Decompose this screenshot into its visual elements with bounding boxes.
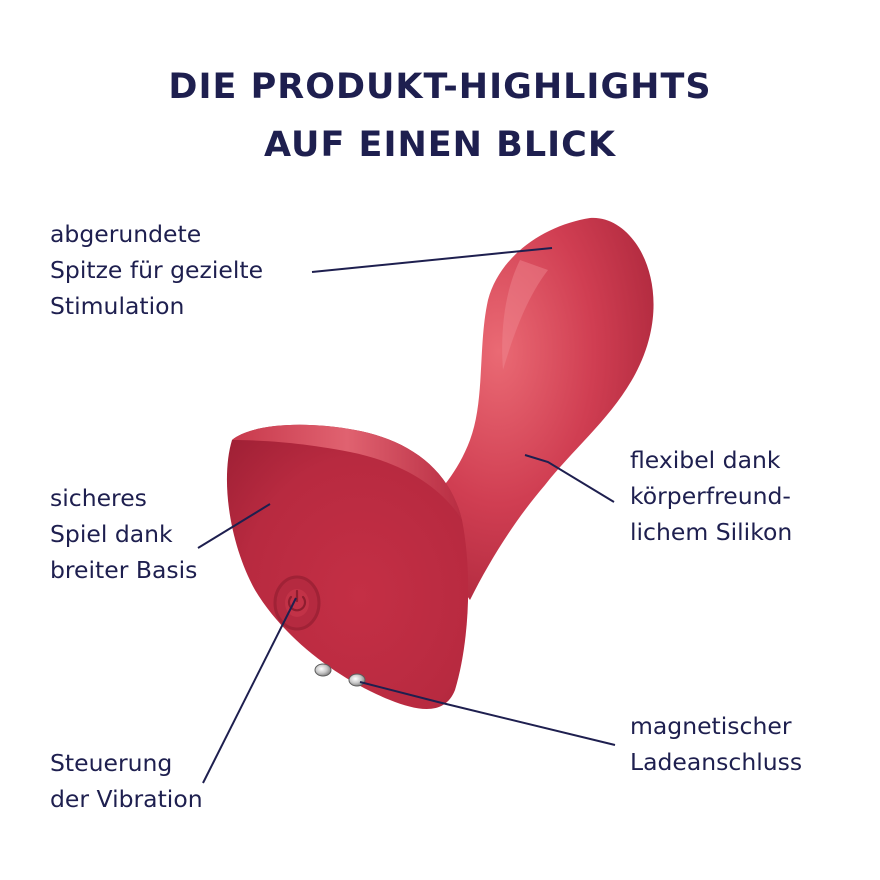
callout-control-line-1: Steuerung [50, 749, 173, 777]
page-title: DIE PRODUKT-HIGHLIGHTS AUF EINEN BLICK [0, 58, 880, 174]
callout-charging: magnetischer Ladeanschluss [630, 708, 802, 780]
callout-base-line-1: sicheres [50, 484, 147, 512]
callout-control: Steuerung der Vibration [50, 745, 203, 817]
page-title-line-1: DIE PRODUKT-HIGHLIGHTS [168, 67, 712, 107]
callout-charging-line-1: magnetischer [630, 712, 792, 740]
callout-flexible-line-2: körperfreund- [630, 482, 791, 510]
product-base [226, 424, 469, 710]
leader-line-charging [359, 681, 616, 746]
leader-line-tip [311, 247, 553, 273]
callout-base-line-2: Spiel dank [50, 520, 173, 548]
product-base-rim [232, 424, 462, 520]
leader-line-flexible [524, 454, 615, 503]
callout-control-line-2: der Vibration [50, 785, 203, 813]
callout-tip: abgerundete Spitze für gezielte Stimulat… [50, 216, 263, 324]
callout-flexible-line-1: flexibel dank [630, 446, 781, 474]
product-tip [415, 217, 654, 600]
callout-tip-line-1: abgerundete [50, 220, 202, 248]
power-icon[interactable] [273, 575, 321, 631]
leader-lines [197, 247, 616, 784]
leader-line-base [197, 503, 271, 549]
callout-flexible-line-3: lichem Silikon [630, 518, 793, 546]
product-tip-highlight [502, 260, 548, 370]
callout-tip-line-3: Stimulation [50, 292, 185, 320]
callout-base-line-3: breiter Basis [50, 556, 198, 584]
callout-charging-line-2: Ladeanschluss [630, 748, 803, 776]
callout-base: sicheres Spiel dank breiter Basis [50, 480, 197, 588]
page-title-line-2: AUF EINEN BLICK [264, 125, 616, 165]
callout-flexible: flexibel dank körperfreund- lichem Silik… [630, 442, 792, 550]
leader-line-control [202, 597, 297, 784]
callout-tip-line-2: Spitze für gezielte [50, 256, 264, 284]
